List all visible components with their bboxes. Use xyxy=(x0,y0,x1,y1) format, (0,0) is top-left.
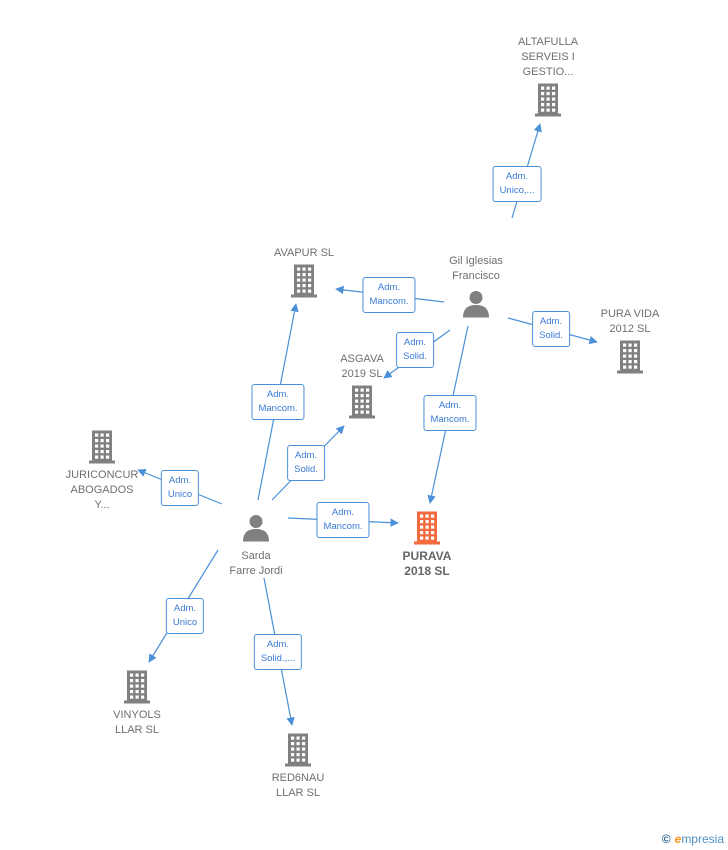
node-label-vinyols[interactable]: VINYOLS LLAR SL xyxy=(113,708,161,738)
node-label-line: Gil Iglesias xyxy=(449,255,503,267)
node-label-asgava[interactable]: ASGAVA 2019 SL xyxy=(340,352,384,382)
node-label-line: JURICONCUR xyxy=(65,469,139,481)
node-label-line: AVAPUR SL xyxy=(273,247,335,259)
relation-label-line: Adm. xyxy=(377,282,401,293)
relation-label-line: Adm. xyxy=(266,389,290,400)
node-label-line: PURAVA xyxy=(402,549,452,563)
node-label-red6nau[interactable]: RED6NAU LLAR SL xyxy=(272,771,325,801)
relation-label-line: Solid. xyxy=(539,330,563,341)
footer-brand: ©empresia xyxy=(662,832,724,846)
relation-label-line: Mancom. xyxy=(258,403,298,414)
relation-label-line: Solid. xyxy=(403,351,427,362)
node-label-juriconcur[interactable]: JURICONCUR ABOGADOS Y... xyxy=(66,468,139,513)
building-icon[interactable] xyxy=(282,732,314,773)
relation-label-sarda-vinyols[interactable]: Adm. Unico xyxy=(165,598,205,634)
relation-label-line: Adm. xyxy=(168,475,192,486)
focus-company-building-icon[interactable] xyxy=(411,510,443,551)
node-label-line: Sarda xyxy=(241,550,271,562)
person-icon[interactable] xyxy=(241,513,271,548)
node-label-line: ASGAVA xyxy=(340,353,384,365)
node-label-line: RED6NAU xyxy=(271,772,325,784)
node-label-line: ALTAFULLA xyxy=(517,36,579,48)
relation-label-line: Adm. xyxy=(438,400,462,411)
relation-label-gil-altafulla[interactable]: Adm. Unico,... xyxy=(492,166,542,202)
relation-label-line: Mancom. xyxy=(323,521,363,532)
brand-name: mpresia xyxy=(681,832,724,846)
node-label-line: GESTIO... xyxy=(522,66,574,78)
relation-label-line: Adm. xyxy=(539,316,563,327)
relation-label-line: Adm. xyxy=(403,337,427,348)
node-label-line: 2019 SL xyxy=(341,368,383,380)
relation-label-gil-purava[interactable]: Adm. Mancom. xyxy=(423,395,477,431)
brand-initial: e xyxy=(674,832,682,846)
relation-label-line: Solid.,... xyxy=(260,653,296,664)
node-label-avapur[interactable]: AVAPUR SL xyxy=(274,246,334,261)
relation-label-sarda-juriconcur[interactable]: Adm. Unico xyxy=(160,470,200,506)
relation-label-sarda-asgava[interactable]: Adm. Solid. xyxy=(287,445,325,481)
building-icon[interactable] xyxy=(288,263,320,304)
relation-label-line: Unico,... xyxy=(499,185,535,196)
building-icon[interactable] xyxy=(614,339,646,380)
relation-label-line: Adm. xyxy=(505,171,529,182)
relation-label-sarda-purava[interactable]: Adm. Mancom. xyxy=(316,502,370,538)
node-label-altafulla[interactable]: ALTAFULLA SERVEIS I GESTIO... xyxy=(518,35,578,80)
relation-label-line: Adm. xyxy=(266,639,290,650)
relation-label-line: Adm. xyxy=(294,450,318,461)
node-label-line: SERVEIS I xyxy=(521,51,575,63)
node-label-line: Farre Jordi xyxy=(229,565,283,577)
node-label-line: 2012 SL xyxy=(609,323,651,335)
node-label-line: LLAR SL xyxy=(275,787,321,799)
node-label-line: VINYOLS xyxy=(113,709,161,721)
relation-label-sarda-red6nau[interactable]: Adm. Solid.,... xyxy=(253,634,303,670)
relation-label-line: Adm. xyxy=(173,603,197,614)
node-label-line: Francisco xyxy=(452,270,500,282)
node-label-line: PURA VIDA xyxy=(600,308,660,320)
relation-label-sarda-avapur[interactable]: Adm. Mancom. xyxy=(251,384,305,420)
relation-label-line: Unico xyxy=(167,489,193,500)
building-icon[interactable] xyxy=(121,669,153,710)
node-label-line: 2018 SL xyxy=(404,564,450,578)
building-icon[interactable] xyxy=(346,384,378,425)
node-label-line: Y... xyxy=(94,499,110,511)
relation-label-line: Unico xyxy=(172,617,198,628)
node-label-pura_vida[interactable]: PURA VIDA 2012 SL xyxy=(601,307,660,337)
relation-label-gil-pura_vida[interactable]: Adm. Solid. xyxy=(532,311,570,347)
person-icon[interactable] xyxy=(461,289,491,324)
relation-label-line: Mancom. xyxy=(369,296,409,307)
relation-label-line: Mancom. xyxy=(430,414,470,425)
building-icon[interactable] xyxy=(532,82,564,123)
relation-label-gil-asgava[interactable]: Adm. Solid. xyxy=(396,332,434,368)
building-icon[interactable] xyxy=(86,429,118,470)
relation-label-line: Adm. xyxy=(331,507,355,518)
relation-label-line: Solid. xyxy=(294,464,318,475)
copyright-icon: © xyxy=(661,832,671,846)
relation-label-gil-avapur[interactable]: Adm. Mancom. xyxy=(362,277,416,313)
node-label-line: ABOGADOS xyxy=(70,484,134,496)
node-label-line: LLAR SL xyxy=(114,724,160,736)
